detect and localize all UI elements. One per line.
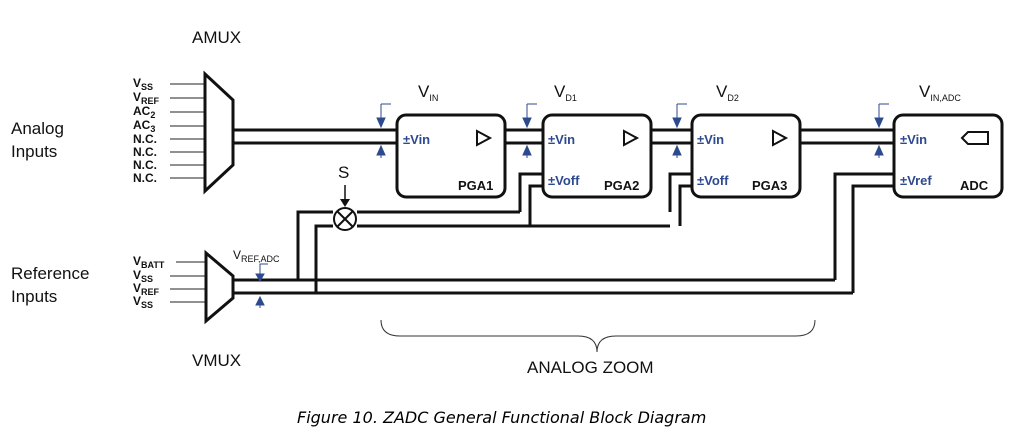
pga1-input-label: ±Vin — [403, 132, 430, 147]
adc-input-label: ±Vin — [900, 132, 927, 147]
switch-s: S — [333, 163, 357, 231]
analog-inputs-label-1: Analog — [11, 119, 64, 138]
analog-pin-lines — [170, 83, 205, 179]
adc-block: ±Vin ±Vref ADC — [892, 113, 1004, 199]
analog-zoom-brace — [380, 319, 816, 353]
vref-adc-label: VREF,ADC — [233, 248, 280, 264]
vmux-title: VMUX — [192, 351, 241, 370]
svg-text:VREF: VREF — [133, 281, 160, 297]
svg-text:N.C.: N.C. — [133, 171, 157, 185]
analog-inputs-label-2: Inputs — [11, 142, 57, 161]
pga1-name: PGA1 — [458, 178, 493, 193]
wires — [233, 128, 894, 295]
pga3-input-label: ±Vin — [697, 132, 724, 147]
vmux-shape — [204, 249, 235, 325]
svg-text:AC2: AC2 — [133, 104, 155, 120]
vin-adc-label: VIN,ADC — [919, 82, 961, 103]
pga3-offset-label: ±Voff — [697, 173, 729, 188]
reference-inputs-label-2: Inputs — [11, 287, 57, 306]
pga2-input-label: ±Vin — [548, 132, 575, 147]
svg-text:N.C.: N.C. — [133, 158, 157, 172]
pga2-name: PGA2 — [604, 178, 639, 193]
pga2-block: ±Vin ±Voff PGA2 — [541, 113, 653, 199]
amplifier-icon — [623, 129, 640, 147]
vd1-label: VD1 — [554, 82, 577, 103]
svg-text:VSS: VSS — [133, 76, 153, 92]
svg-text:N.C.: N.C. — [133, 145, 157, 159]
svg-text:VSS: VSS — [133, 268, 153, 284]
svg-text:VBATT: VBATT — [133, 254, 165, 270]
pga1-block: ±Vin PGA1 — [395, 113, 507, 199]
pga3-block: ±Vin ±Voff PGA3 — [690, 113, 802, 199]
figure-caption: Figure 10. ZADC General Functional Block… — [297, 408, 706, 427]
amux-shape — [203, 70, 235, 195]
svg-text:VSS: VSS — [133, 294, 153, 310]
reference-pin-lines — [170, 261, 206, 303]
amplifier-icon — [476, 129, 493, 147]
svg-text:AC3: AC3 — [133, 118, 155, 134]
amux-title: AMUX — [192, 28, 241, 47]
adc-name: ADC — [960, 178, 989, 193]
vin-label: VIN — [418, 82, 438, 103]
amplifier-icon — [772, 129, 789, 147]
reference-pin-labels: VBATT VSS VREF VSS — [133, 254, 165, 310]
svg-text:N.C.: N.C. — [133, 132, 157, 146]
vd2-label: VD2 — [716, 82, 739, 103]
svg-text:VREF: VREF — [133, 90, 160, 106]
reference-inputs-label-1: Reference — [11, 264, 89, 283]
switch-label: S — [338, 163, 349, 182]
adc-ref-label: ±Vref — [900, 173, 932, 188]
analog-zoom-label: ANALOG ZOOM — [527, 358, 654, 377]
adc-icon — [960, 131, 989, 145]
voltage-markers — [255, 103, 889, 308]
pga3-name: PGA3 — [752, 178, 787, 193]
analog-pin-labels: VSS VREF AC2 AC3 N.C. N.C. N.C. N.C. — [133, 76, 160, 185]
pga2-offset-label: ±Voff — [548, 173, 580, 188]
